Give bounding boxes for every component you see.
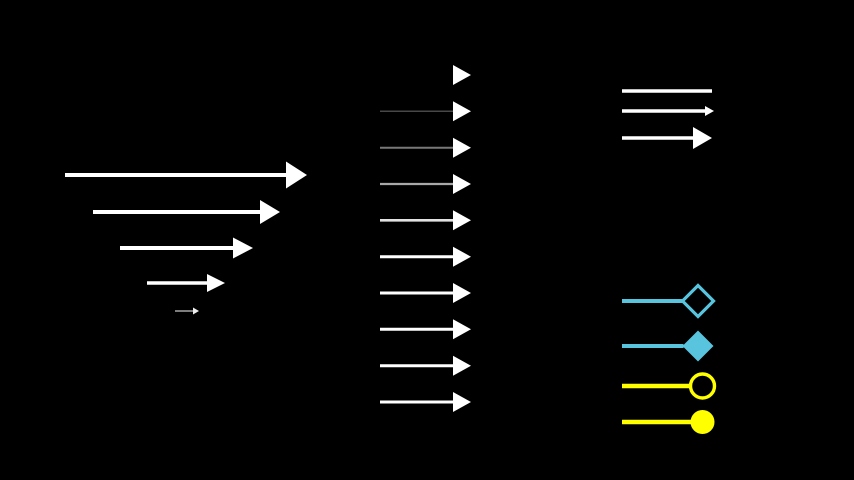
middle-stroke-width-ramp-arrows (380, 65, 471, 412)
lower-right-tip-shape-arrows (622, 283, 717, 434)
arrow-tip-triangle (453, 65, 471, 85)
arrow-tip-triangle (705, 106, 714, 116)
left-decreasing-size-arrows (65, 161, 307, 315)
arrow-tip-triangle (207, 274, 225, 292)
arrow-tip-diamond-open (680, 283, 716, 319)
arrow-tip-triangle (453, 392, 471, 412)
arrow-tip-triangle (453, 283, 471, 303)
arrow-tip-triangle (453, 101, 471, 122)
arrow-tip-triangle (286, 161, 307, 189)
arrow-tip-triangle (693, 127, 712, 149)
arrow-tip-triangle (453, 210, 471, 231)
arrow-tip-diamond-filled (682, 330, 714, 362)
arrow-tip-circle-filled (690, 410, 715, 434)
arrow-tip-triangle (453, 174, 471, 194)
upper-right-tip-length-arrows (622, 89, 714, 149)
arrow-tip-triangle (453, 246, 471, 267)
arrow-tip-triangle (260, 200, 280, 224)
arrow-tip-triangle (453, 355, 471, 376)
arrow-tip-triangle (233, 237, 253, 259)
arrow-tip-circle-open (688, 372, 717, 400)
arrow-tip-triangle (453, 137, 471, 158)
arrow-tip-triangle (193, 307, 199, 315)
arrow-tip-triangle (453, 319, 471, 340)
